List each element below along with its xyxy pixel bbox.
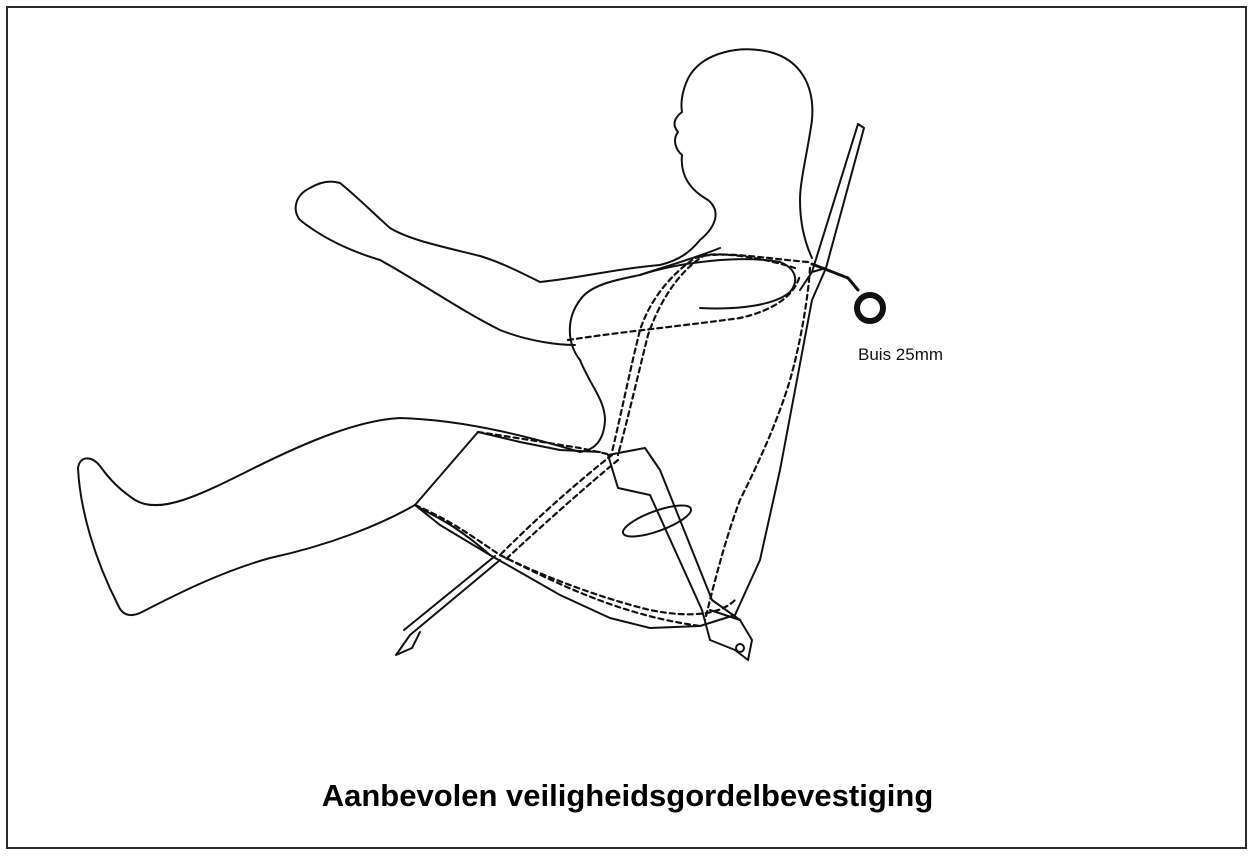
belt-buckle: [608, 448, 752, 660]
seatbelt-path: [415, 254, 810, 626]
floor-anchor: [396, 556, 500, 655]
diagram-caption: Aanbevolen veiligheidsgordelbevestiging: [0, 778, 1255, 814]
tube-size-label: Buis 25mm: [858, 345, 943, 365]
tube-anchor: [812, 264, 883, 321]
human-figure: [78, 49, 812, 615]
